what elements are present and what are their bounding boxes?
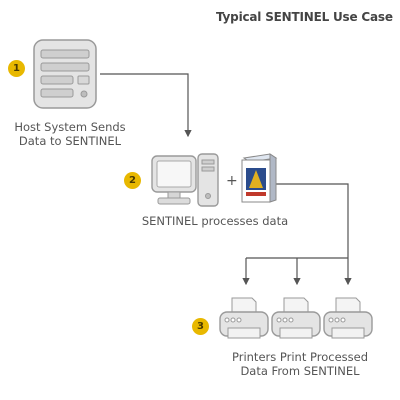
step-1-label-line-1: Host System Sends — [14, 120, 126, 134]
step-2-label: SENTINEL processes data — [120, 214, 310, 228]
step-2-badge: 2 — [124, 172, 141, 189]
step-3-label-line-2: Data From SENTINEL — [240, 364, 360, 378]
server-icon — [33, 39, 97, 109]
step-1-badge: 1 — [8, 60, 25, 77]
step-3-label: Printers Print Processed Data From SENTI… — [210, 350, 390, 378]
connector-host-to-sentinel — [100, 73, 192, 138]
step-1-label-line-2: Data to SENTINEL — [18, 134, 122, 148]
step-3-label-line-1: Printers Print Processed — [231, 350, 368, 364]
desktop-computer-icon — [151, 153, 219, 207]
printer-icon — [271, 297, 321, 339]
step-2-label-line-1: SENTINEL processes data — [141, 214, 289, 228]
printer-icon — [219, 297, 269, 339]
plus-sign: + — [226, 173, 238, 189]
step-3-badge: 3 — [192, 318, 209, 335]
software-box-icon — [241, 153, 278, 203]
connector-sentinel-out — [270, 183, 349, 258]
printer-icon — [323, 297, 373, 339]
step-1-label: Host System Sends Data to SENTINEL — [0, 120, 140, 148]
page-title: Typical SENTINEL Use Case — [216, 10, 393, 24]
